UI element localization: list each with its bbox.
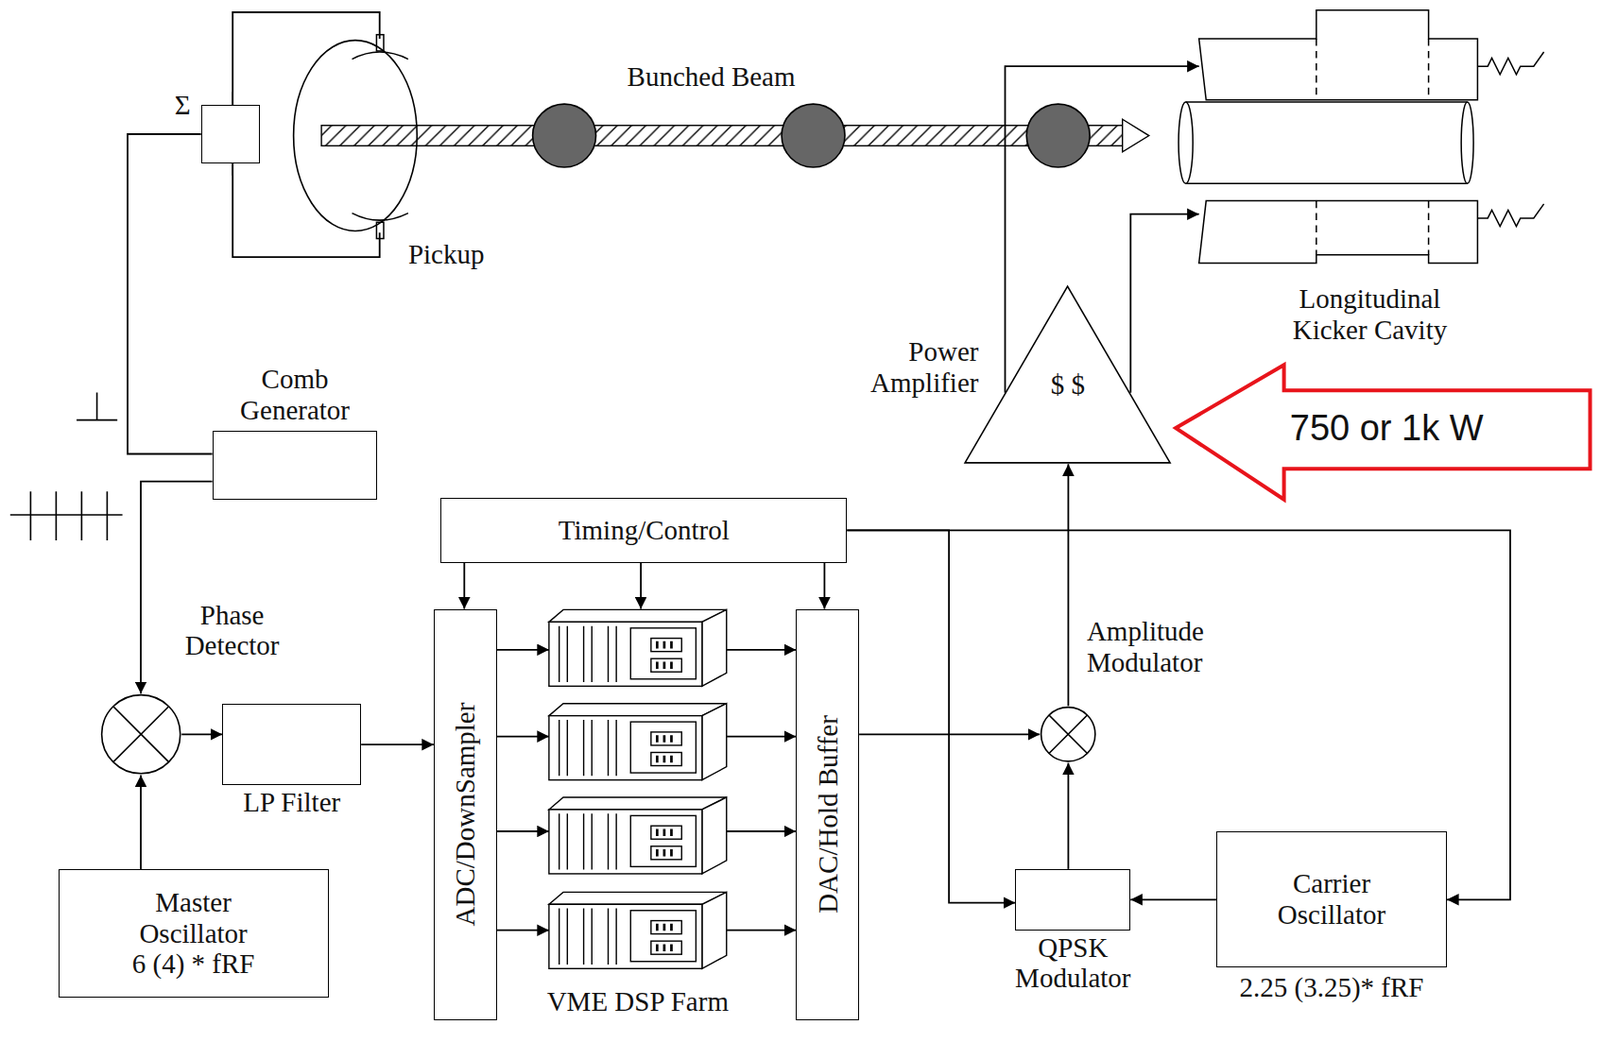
connector-line (181, 734, 223, 737)
lp-filter: LP Filter (222, 704, 362, 786)
node-label: LP Filter (242, 787, 341, 818)
node-label: 2.25 (3.25)* fRF (1239, 972, 1425, 1003)
pickup: Pickup (292, 38, 419, 233)
node-label: Pickup (408, 239, 521, 270)
dsp-farm: VME DSP Farm (549, 609, 727, 981)
ellipse-outline (292, 38, 419, 233)
node-label: $ $ (963, 369, 1171, 400)
connector-line (497, 736, 550, 739)
signal-connector (464, 563, 465, 610)
node-label: 6 (4) * fRF (132, 948, 256, 980)
connector-line (1067, 464, 1070, 706)
node-label: VME DSP Farm (547, 986, 729, 1017)
amplitude-modulator: Amplitude Modulator (1039, 705, 1097, 763)
sum-hybrid: Σ (201, 104, 261, 164)
connector-line (1130, 898, 1217, 901)
kicker-cavity: Longitudinal Kicker Cavity (1199, 8, 1542, 268)
connector-line (726, 929, 797, 932)
connector-line (726, 736, 797, 739)
dac-hold-buffer: DAC/Hold Buffer (795, 609, 860, 1021)
connector-line (1130, 214, 1199, 394)
connector-line (127, 134, 213, 455)
label-stack: Master Oscillator6 (4) * fRF (118, 887, 270, 980)
timing-control: Timing/Control (440, 498, 847, 564)
signal-connector (140, 481, 213, 695)
connector-line (139, 775, 142, 870)
node-label: 750 or 1k W (1290, 408, 1583, 449)
label-stack: Carrier Oscillator (1255, 868, 1408, 930)
connector-line (361, 743, 434, 746)
comb-generator: Comb Generator (212, 430, 379, 500)
connector-line (1067, 763, 1070, 870)
kicker-cavity-drawing (1178, 10, 1545, 264)
node-label: ADC/DownSampler (449, 703, 481, 928)
node-label: Longitudinal Kicker Cavity (1275, 283, 1465, 345)
node-label: Amplitude Modulator (1086, 616, 1251, 678)
adc-downsampler: ADC/DownSampler (433, 609, 498, 1021)
connector-line (726, 649, 797, 652)
signal-connector (1130, 899, 1217, 901)
mixer-outline (1039, 705, 1097, 763)
bunched-beam (321, 103, 1150, 168)
connector-line (726, 830, 797, 833)
connector-line (463, 563, 465, 610)
connector-line (824, 563, 826, 610)
beam-label: Bunched Beam (627, 61, 796, 92)
node-label: Comb Generator (223, 363, 366, 426)
connector-line (232, 12, 380, 105)
connector-line (140, 481, 213, 695)
signal-connector (726, 650, 797, 931)
mixer-outline (100, 693, 182, 775)
node-label: DAC/Hold Buffer (811, 715, 843, 914)
connector-line (497, 830, 550, 833)
carrier-oscillator: Carrier Oscillator2.25 (3.25)* fRF (1216, 831, 1447, 968)
phase-detector: Phase Detector (100, 693, 182, 775)
node-label: Carrier Oscillator (1255, 868, 1408, 930)
connector-line (497, 929, 550, 932)
connector-line (232, 163, 380, 258)
node-label: Σ (167, 89, 198, 121)
signal-connector (140, 775, 142, 870)
signal-connector (846, 530, 1016, 903)
node-label: Power Amplifier (849, 336, 979, 398)
master-oscillator: Master Oscillator6 (4) * fRF (58, 869, 329, 998)
signal-connector (127, 134, 213, 455)
node-label: Phase Detector (161, 600, 304, 662)
power-amplifier: Power Amplifier$ $ (963, 285, 1171, 465)
connector-line (497, 649, 550, 652)
node-label: QPSK Modulator (1006, 932, 1139, 995)
signal-connector (1067, 763, 1069, 870)
qpsk-modulator: QPSK Modulator (1015, 869, 1131, 931)
signal-connector (640, 563, 642, 610)
signal-connector (1067, 464, 1069, 706)
signal-connector (497, 650, 550, 931)
connector-line (846, 530, 1016, 903)
signal-connector (361, 744, 434, 746)
signal-connector (824, 563, 826, 610)
connector-line (639, 563, 642, 610)
node-label: Master Oscillator (118, 887, 270, 949)
node-label: Timing/Control (558, 515, 730, 546)
signal-connector (181, 734, 223, 736)
label-stack: Timing/Control (558, 515, 730, 546)
impulse-symbols (10, 393, 123, 541)
power-callout: 750 or 1k W (1173, 362, 1593, 502)
dsp-crates (549, 609, 727, 969)
